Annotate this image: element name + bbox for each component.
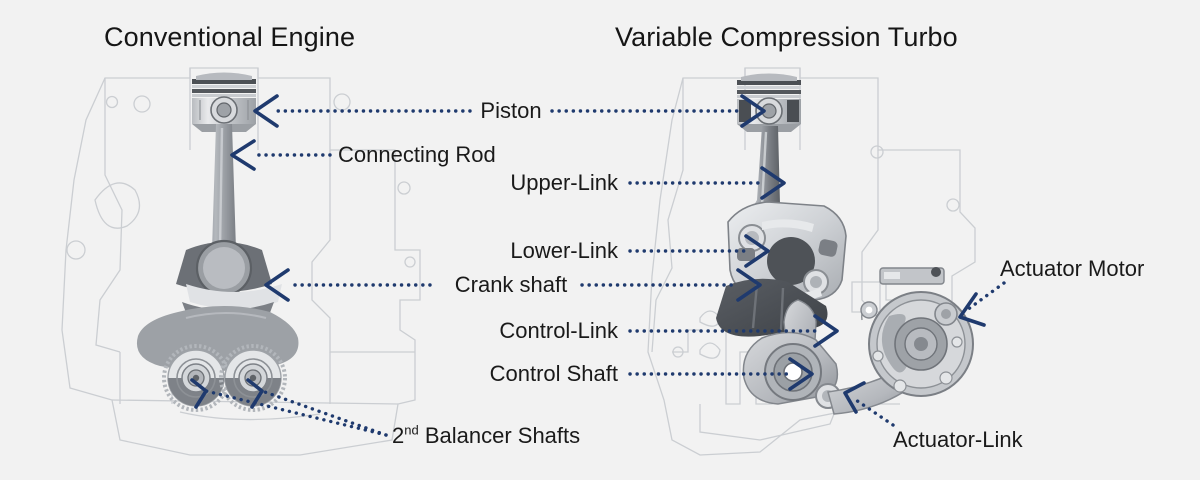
leader-lines <box>204 109 1006 437</box>
arrowhead-connecting-rod <box>230 139 256 171</box>
right-control-shaft <box>742 331 841 409</box>
balancer-shafts-ordinal: nd <box>404 422 419 438</box>
arrowhead-control-link <box>813 314 839 348</box>
arrowhead-balancer-a <box>190 378 208 409</box>
arrowhead-crank-shaft-left <box>264 268 290 302</box>
balancer-shafts-number: 2 <box>392 423 405 448</box>
page-title-conventional: Conventional Engine <box>104 22 356 52</box>
arrowhead-lower-link <box>744 234 770 268</box>
balancer-shafts-text: Balancer Shafts <box>418 423 581 448</box>
arrowhead-piston-left <box>253 94 279 128</box>
label-piston: Piston <box>480 98 542 123</box>
label-upper-link: Upper-Link <box>510 170 618 195</box>
label-control-shaft: Control Shaft <box>489 361 618 386</box>
label-actuator-motor: Actuator Motor <box>1000 256 1145 281</box>
label-actuator-link: Actuator-Link <box>893 427 1023 452</box>
arrowhead-balancer-b <box>246 378 264 409</box>
left-connecting-rod <box>176 124 282 324</box>
label-lower-link: Lower-Link <box>510 238 618 263</box>
arrowhead-crank-shaft-right <box>736 268 762 302</box>
label-connecting-rod: Connecting Rod <box>338 142 496 167</box>
label-crank-shaft: Crank shaft <box>454 272 568 297</box>
label-control-link: Control-Link <box>499 318 618 343</box>
arrowhead-control-shaft <box>788 357 814 391</box>
leader-arrowheads <box>190 94 986 414</box>
leader-balancer-b <box>260 389 388 437</box>
arrowhead-actuator-link <box>843 381 866 414</box>
right-actuator-motor <box>860 267 974 397</box>
leader-balancer-a <box>204 389 388 437</box>
arrowhead-upper-link <box>760 166 786 200</box>
page-title-vc-turbo: Variable Compression Turbo <box>615 22 958 52</box>
left-piston <box>192 72 256 132</box>
arrowhead-actuator-motor <box>958 292 986 327</box>
leader-actuator-link <box>851 396 895 427</box>
left-engine-block-outline <box>61 67 421 456</box>
right-lower-link <box>727 201 847 303</box>
label-balancer-shafts: 2nd Balancer Shafts <box>392 422 581 448</box>
right-piston <box>737 73 801 132</box>
arrowhead-piston-right <box>740 94 766 128</box>
leader-actuator-motor <box>965 281 1006 312</box>
